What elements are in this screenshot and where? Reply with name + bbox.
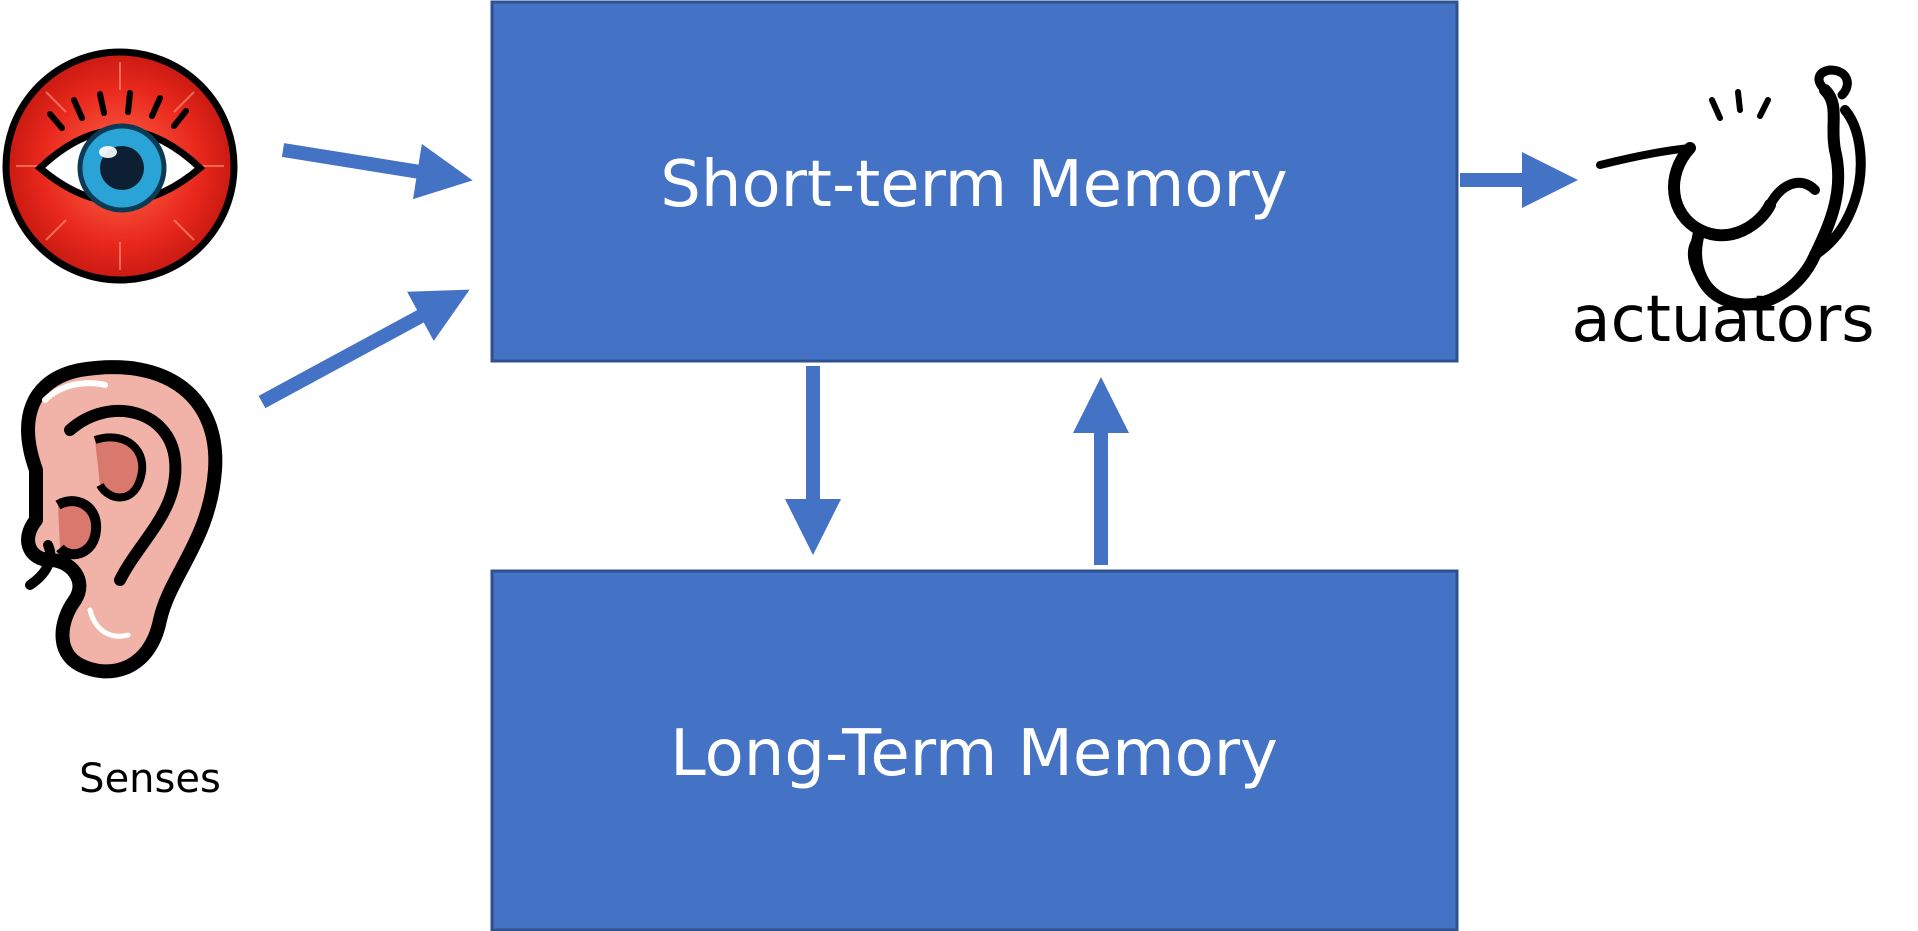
arrow-eye-to-short-term — [281, 143, 473, 200]
arrow-ear-to-short-term — [258, 289, 470, 409]
flexed-arm-icon — [1596, 65, 1866, 311]
short-term-memory-label: Short-term Memory — [660, 148, 1287, 222]
ear-icon — [21, 360, 223, 679]
short-term-memory-box: Short-term Memory — [490, 0, 1459, 363]
eye-icon — [2, 48, 238, 284]
senses-label: Senses — [79, 756, 221, 802]
arrows — [258, 143, 1578, 565]
long-term-memory-label: Long-Term Memory — [670, 717, 1278, 791]
actuators-label: actuators — [1571, 283, 1874, 357]
long-term-memory-box: Long-Term Memory — [490, 569, 1459, 931]
